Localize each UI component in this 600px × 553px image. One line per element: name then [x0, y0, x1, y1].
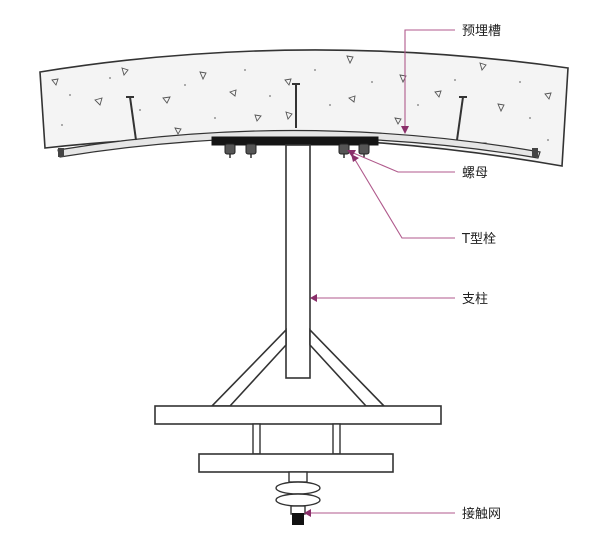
- channel-end-caps: [58, 148, 538, 157]
- embedded-channel: [57, 129, 541, 159]
- insulator-assembly: [275, 471, 321, 515]
- anchor-studs: [126, 83, 467, 141]
- leader-arrowheads: [304, 126, 409, 517]
- cross-beam-lower: [198, 453, 394, 473]
- concrete-speckles: [61, 69, 549, 141]
- label-embedded-channel: 预埋槽: [462, 24, 501, 39]
- base-plate: [211, 136, 379, 146]
- contact-wire: [292, 513, 304, 525]
- strut: [285, 144, 311, 379]
- t-bolt-tips: [229, 154, 365, 158]
- hanger-post-right: [332, 423, 341, 455]
- hanger-post-left: [252, 423, 261, 455]
- nut-group: [224, 143, 370, 155]
- label-t-bolt: T型栓: [461, 232, 496, 247]
- label-nut: 螺母: [462, 166, 488, 181]
- label-strut: 支柱: [462, 292, 488, 307]
- leader-lines: [306, 29, 455, 514]
- label-contact-network: 接触网: [462, 506, 501, 522]
- cross-beam-upper: [154, 405, 442, 425]
